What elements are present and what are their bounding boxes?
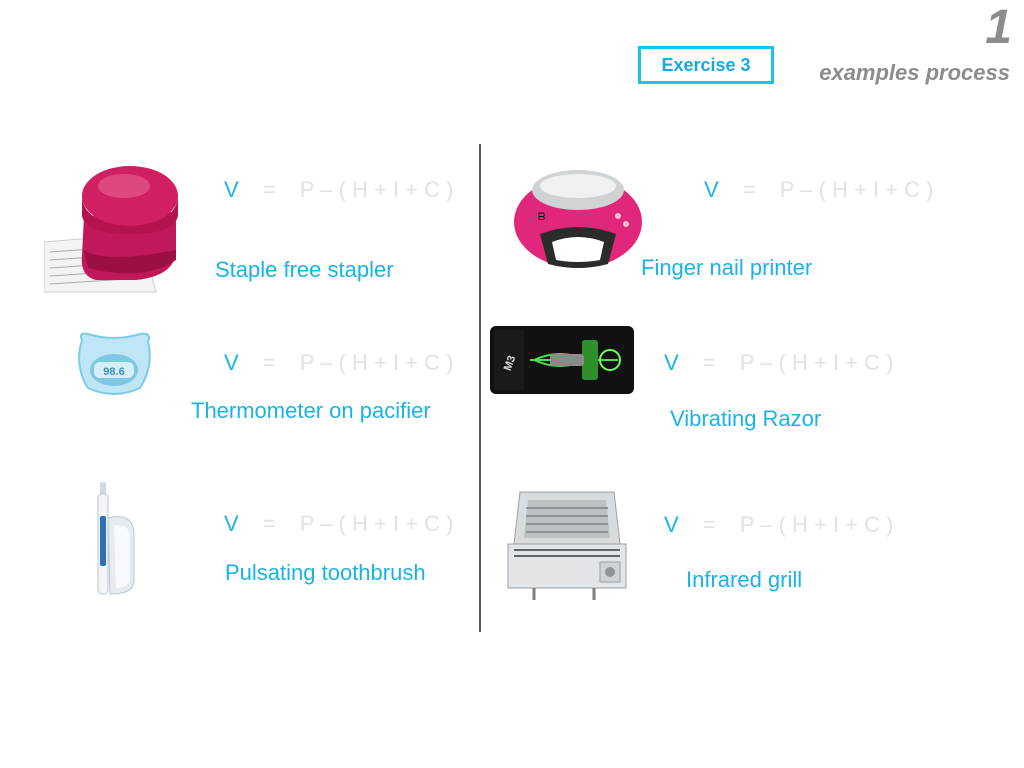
formula-v: V xyxy=(664,350,679,375)
slide-subtitle: examples process xyxy=(819,60,1010,85)
product-label-nail-printer: Finger nail printer xyxy=(641,255,813,280)
formula-v: V xyxy=(664,512,679,537)
formula-rhs: P – ( H + I + C ) xyxy=(739,350,894,375)
nail-printer-image: ᗷ xyxy=(514,170,642,268)
formula-rhs: P – ( H + I + C ) xyxy=(739,512,894,537)
formula-equals: = xyxy=(702,512,716,537)
formula-grill: V = P – ( H + I + C ) xyxy=(664,514,893,536)
formula-v: V xyxy=(224,350,239,375)
formula-equals: = xyxy=(742,177,756,202)
product-label-stapler: Staple free stapler xyxy=(215,257,394,282)
product-label-pacifier: Thermometer on pacifier xyxy=(191,398,431,423)
column-divider xyxy=(479,144,481,632)
grill-image xyxy=(507,491,627,600)
formula-rhs: P – ( H + I + C ) xyxy=(299,177,454,202)
formula-stapler: V = P – ( H + I + C ) xyxy=(224,179,453,201)
formula-pacifier: V = P – ( H + I + C ) xyxy=(224,352,453,374)
product-label-toothbrush: Pulsating toothbrush xyxy=(225,560,426,585)
razor-package-image: M3 xyxy=(490,326,634,394)
thermometer-reading: 98.6 xyxy=(103,366,124,378)
formula-nail-printer: V = P – ( H + I + C ) xyxy=(704,179,933,201)
formula-equals: = xyxy=(262,511,276,536)
toothbrush-image xyxy=(97,482,135,595)
svg-text:ᗷ: ᗷ xyxy=(538,212,545,223)
formula-equals: = xyxy=(262,350,276,375)
slide-number: 1 xyxy=(985,1,1012,54)
formula-rhs: P – ( H + I + C ) xyxy=(299,350,454,375)
formula-razor: V = P – ( H + I + C ) xyxy=(664,352,893,374)
formula-v: V xyxy=(224,177,239,202)
formula-toothbrush: V = P – ( H + I + C ) xyxy=(224,513,453,535)
formula-equals: = xyxy=(702,350,716,375)
formula-equals: = xyxy=(262,177,276,202)
formula-v: V xyxy=(704,177,719,202)
exercise-label: Exercise 3 xyxy=(661,54,751,75)
formula-v: V xyxy=(224,511,239,536)
product-label-grill: Infrared grill xyxy=(686,567,803,592)
svg-text:M3: M3 xyxy=(502,354,519,372)
pacifier-thermometer-image: 98.6 xyxy=(78,332,151,395)
product-label-razor: Vibrating Razor xyxy=(670,406,822,431)
formula-rhs: P – ( H + I + C ) xyxy=(299,511,454,536)
exercise-badge: Exercise 3 xyxy=(638,46,774,84)
formula-rhs: P – ( H + I + C ) xyxy=(779,177,934,202)
stapler-image xyxy=(44,166,178,293)
